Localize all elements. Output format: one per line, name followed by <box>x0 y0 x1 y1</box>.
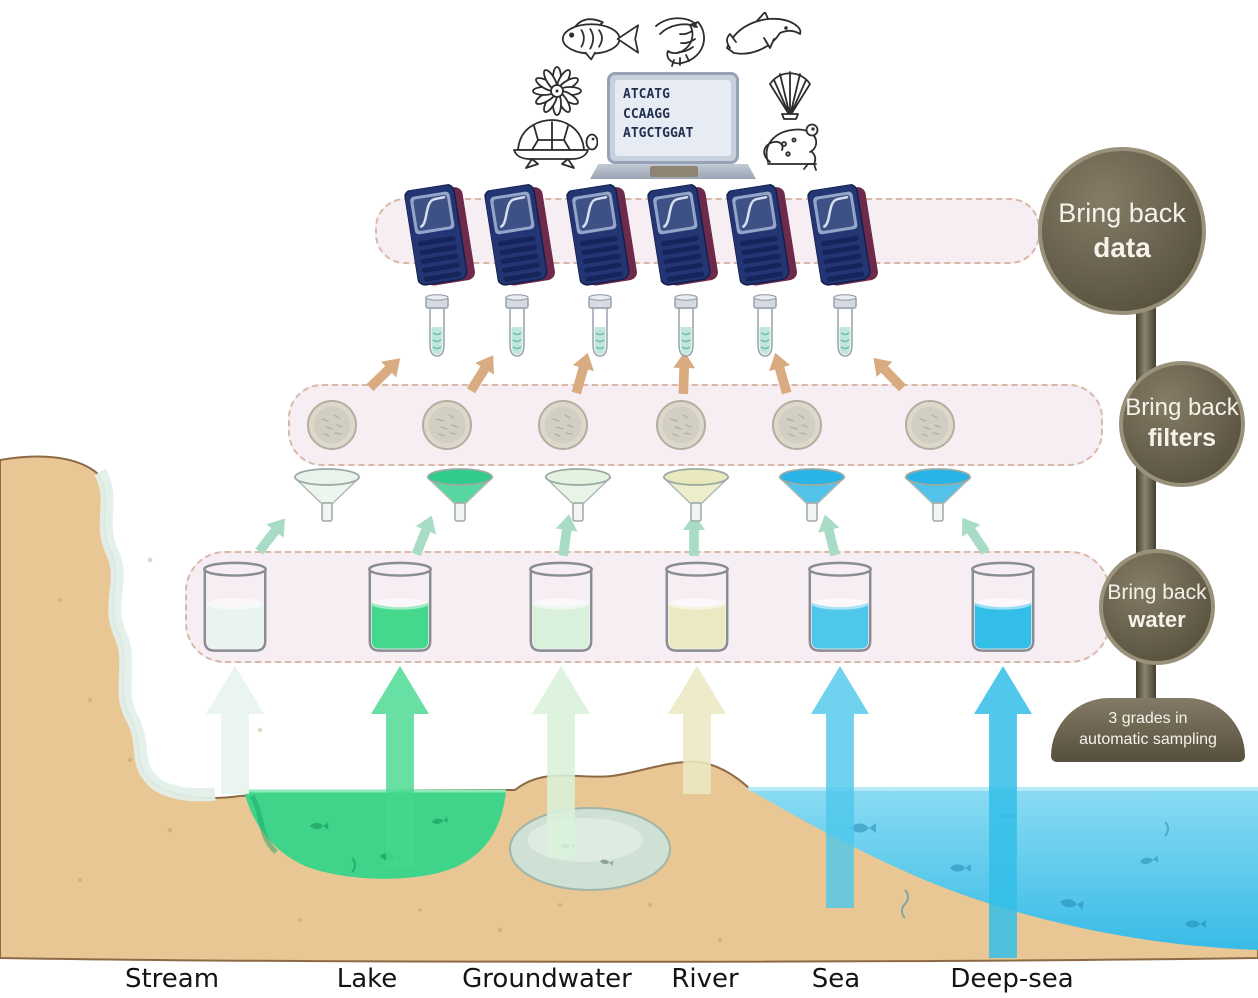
funnel-stream <box>290 466 364 524</box>
sequencer-4 <box>646 182 720 290</box>
filter-disc-2 <box>421 399 473 451</box>
dna-sequence-line-3: ATGCTGGAT <box>623 126 694 141</box>
sequencer-6 <box>806 182 880 290</box>
source-label-stream: Stream <box>124 964 220 994</box>
turtle-icon <box>504 112 599 175</box>
sample-tube-6 <box>831 294 859 362</box>
sequencer-5 <box>725 182 799 290</box>
beaker-sea <box>801 558 879 658</box>
badge-bring-back-filters: Bring back filters <box>1119 361 1245 487</box>
sequencer-1 <box>403 182 477 290</box>
sample-tube-3 <box>586 294 614 362</box>
fish-icon <box>556 10 644 67</box>
badge-water-line2: water <box>1128 607 1186 633</box>
funnel-river <box>659 466 733 524</box>
band-bring-back-water <box>185 551 1110 663</box>
sand-speckles <box>58 557 722 942</box>
funnel-lake <box>423 466 497 524</box>
sampling-grades-line2: automatic sampling <box>1079 731 1217 748</box>
source-label-groundwater: Groundwater <box>462 964 632 994</box>
anemone-icon <box>532 66 582 121</box>
dna-sequence-line-1: ATCATG <box>623 87 670 102</box>
badge-bring-back-water: Bring back water <box>1099 549 1215 665</box>
badge-data-line1: Bring back <box>1058 197 1186 228</box>
sequencer-2 <box>483 182 557 290</box>
lake-inflow <box>249 794 278 854</box>
sampling-grades-line1: 3 grades in <box>1108 710 1188 728</box>
sequencer-3 <box>565 182 639 290</box>
sample-tube-1 <box>423 294 451 362</box>
badge-sampling-grades: 3 grades in automatic sampling <box>1051 698 1245 762</box>
frog-icon <box>758 116 832 177</box>
badge-water-line1: Bring back <box>1107 581 1207 605</box>
filter-disc-4 <box>655 399 707 451</box>
beaker-deep-sea <box>964 558 1042 658</box>
badge-data-line2: data <box>1093 232 1151 264</box>
shrimp-icon <box>652 14 714 73</box>
filter-disc-6 <box>904 399 956 451</box>
stream-water <box>94 468 216 802</box>
source-label-deep-sea: Deep-sea <box>950 964 1074 994</box>
beaker-groundwater <box>522 558 600 658</box>
laptop: ATCATG CCAAGG ATGCTGGAT <box>607 72 739 164</box>
filter-disc-5 <box>771 399 823 451</box>
badge-filters-line1: Bring back <box>1125 394 1239 422</box>
sample-tube-2 <box>503 294 531 362</box>
beaker-river <box>658 558 736 658</box>
sample-tube-4 <box>672 294 700 362</box>
badge-filters-line2: filters <box>1147 424 1217 453</box>
sample-tube-5 <box>751 294 779 362</box>
funnel-sea <box>775 466 849 524</box>
groundwater-highlight <box>527 818 643 862</box>
beaker-stream <box>196 558 274 658</box>
lake-water <box>244 791 506 879</box>
dna-silhouettes <box>351 821 1169 919</box>
beaker-lake <box>361 558 439 658</box>
laptop-touchpad <box>650 166 698 177</box>
funnel-groundwater <box>541 466 615 524</box>
filter-disc-3 <box>537 399 589 451</box>
filter-disc-1 <box>306 399 358 451</box>
source-label-sea: Sea <box>811 964 861 994</box>
source-label-lake: Lake <box>336 964 398 994</box>
laptop-display: ATCATG CCAAGG ATGCTGGAT <box>615 80 731 156</box>
badge-bring-back-data: Bring back data <box>1038 147 1206 315</box>
shell-icon <box>762 66 818 125</box>
dna-sequence-line-2: CCAAGG <box>623 106 670 122</box>
source-label-river: River <box>671 964 739 994</box>
dolphin-icon <box>724 11 808 65</box>
funnel-deep-sea <box>901 466 975 524</box>
